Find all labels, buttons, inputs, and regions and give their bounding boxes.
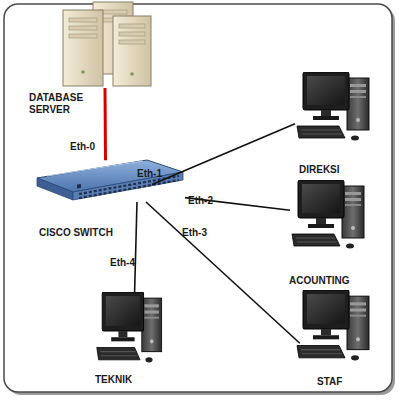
frame-border xyxy=(4,4,392,392)
computer-icon xyxy=(297,72,369,141)
device-label: ACOUNTING xyxy=(289,275,379,287)
device-label: CISCO SWITCH xyxy=(39,227,149,239)
port-label: Eth-1 xyxy=(137,168,162,180)
device-label: DATABASE SERVER xyxy=(29,92,111,116)
port-label: Eth-3 xyxy=(182,227,207,239)
computer-icon xyxy=(292,180,364,249)
device-node: ACOUNTING xyxy=(290,180,370,252)
computer-icon xyxy=(97,292,162,362)
network-cable xyxy=(152,124,295,185)
device-node: STAF xyxy=(295,290,375,364)
port-label: Eth-2 xyxy=(188,195,213,207)
device-node: DATABASE SERVER xyxy=(45,2,165,88)
server-icon xyxy=(63,2,151,86)
device-label: DIREKSI xyxy=(299,164,379,176)
device-node: TEKNIK xyxy=(95,292,167,366)
device-node: DIREKSI xyxy=(295,72,375,144)
network-cable xyxy=(104,88,108,160)
device-node: CISCO SWITCH xyxy=(35,158,185,202)
computer-icon xyxy=(297,290,369,360)
device-label: STAF xyxy=(317,376,377,388)
device-label: TEKNIK xyxy=(95,374,165,386)
port-label: Eth-4 xyxy=(110,257,135,269)
network-cable xyxy=(146,202,300,343)
network-cable xyxy=(135,202,137,292)
port-label: Eth-0 xyxy=(70,141,95,153)
